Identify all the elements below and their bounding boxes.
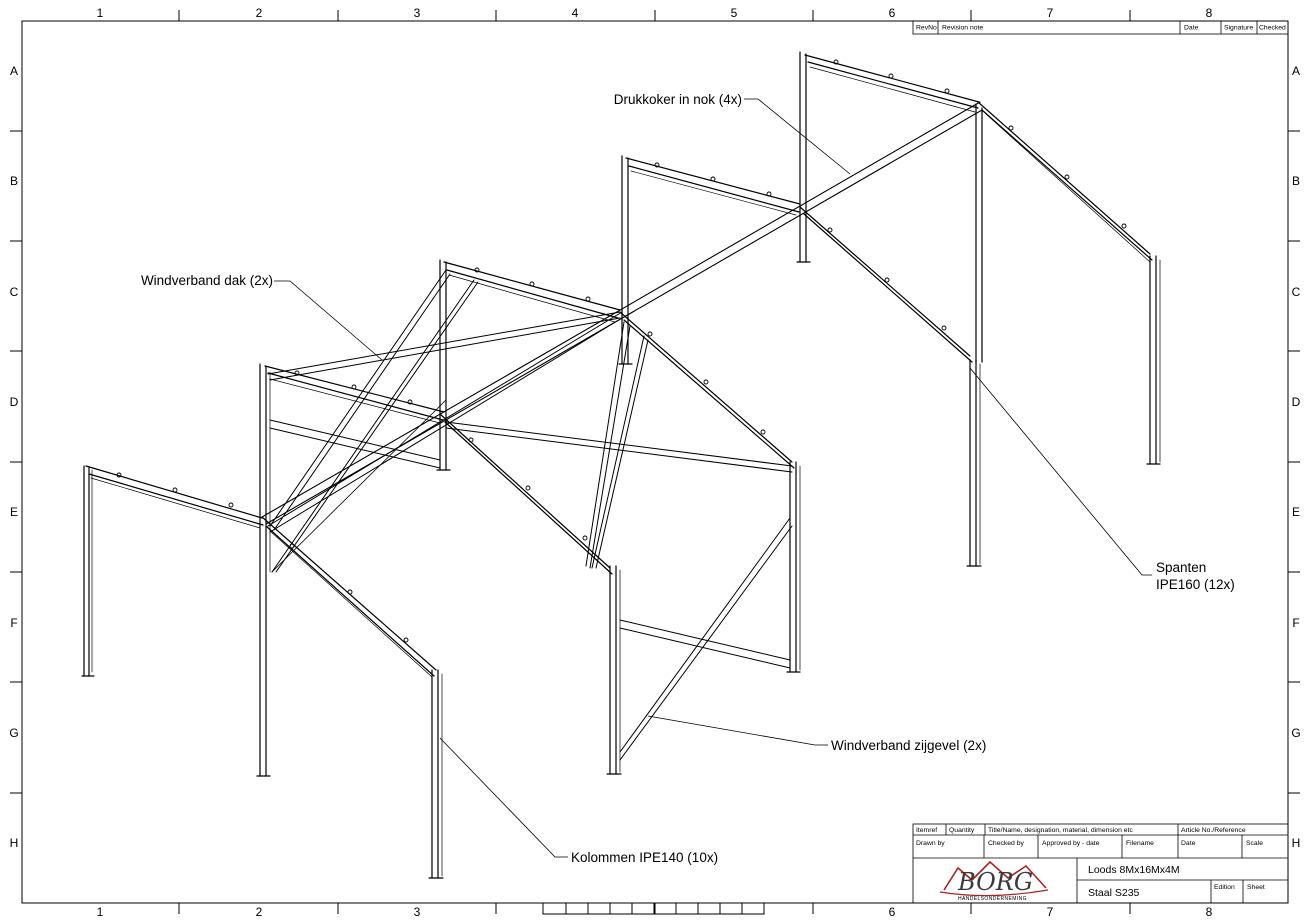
portal-frame-5 [796,51,1161,567]
label-drukkoker: Drukkoker in nok (4x) [614,92,742,107]
tb-header-title: Title/Name, designation, material, dimen… [988,827,1133,834]
col-label-top: 2 [256,6,263,20]
row-label-right: B [1292,174,1300,188]
tb-header-approved-by: Approved by - date [1042,840,1100,847]
callout-labels: Drukkoker in nok (4x) Windverband dak (2… [141,92,1235,865]
tb-material: Staal S235 [1088,887,1140,899]
roof-wind-bracing [267,269,793,573]
row-label-right: A [1292,64,1300,78]
rev-header-signature: Signature [1224,25,1253,32]
steel-structure [81,51,1161,879]
side-wall-wind-bracing [269,419,793,761]
title-block: Itemref Quantity Title/Name, designation… [912,823,1289,904]
tb-header-date: Date [1181,840,1196,847]
col-label-top: 7 [1047,6,1054,20]
row-label-left: G [9,726,18,740]
row-label-left: E [10,505,18,519]
tb-header-itemref: Itemref [916,827,937,834]
label-spanten-profile: IPE160 (12x) [1156,577,1235,592]
tb-drawing-title: Loods 8Mx16Mx4M [1088,864,1180,876]
rev-header-note: Revision note [942,25,983,32]
label-windverband-zijgevel: Windverband zijgevel (2x) [831,738,986,753]
row-label-left: F [10,616,17,630]
col-label-bottom: 2 [256,905,263,919]
col-label-bottom: 3 [414,905,421,919]
col-label-bottom: 7 [1047,905,1054,919]
col-label-top: 1 [97,6,104,20]
row-label-left: B [10,174,18,188]
col-label-top: 6 [889,6,896,20]
col-label-top: 5 [731,6,738,20]
purlin-clips [116,59,1127,643]
label-windverband-dak: Windverband dak (2x) [141,273,273,288]
row-label-right: F [1292,616,1299,630]
row-label-right: C [1292,285,1301,299]
logo-subtext: HANDELSONDERNEMING [958,896,1027,902]
col-label-bottom: 1 [97,905,104,919]
row-label-left: H [10,836,19,850]
tb-header-article: Article No./Reference [1181,827,1246,834]
leader-lines [274,98,1152,858]
col-label-bottom: 8 [1206,905,1213,919]
row-label-right: E [1292,505,1300,519]
tb-header-scale: Scale [1246,840,1263,847]
row-label-right: H [1292,836,1301,850]
col-label-top: 4 [572,6,579,20]
row-label-left: D [10,395,19,409]
tb-header-quantity: Quantity [949,827,975,834]
drawing-frame [10,10,1300,915]
col-label-top: 8 [1206,6,1213,20]
rev-header-checked: Checked [1259,25,1286,32]
row-label-left: A [10,64,18,78]
row-label-right: G [1291,726,1300,740]
company-logo: BORG HANDELSONDERNEMING [939,860,1049,902]
zone-labels: 1 2 3 4 5 6 7 8 1 2 3 6 7 8 A B C D E F … [9,6,1300,919]
row-label-left: C [10,285,19,299]
label-kolommen: Kolommen IPE140 (10x) [571,850,718,865]
label-spanten: Spanten [1156,560,1206,575]
tb-header-checked-by: Checked by [988,840,1024,847]
tb-header-filename: Filename [1126,840,1154,847]
revision-table: RevNo Revision note Date Signature Check… [912,20,1289,35]
tb-header-sheet: Sheet [1247,884,1265,891]
rev-header-date: Date [1184,25,1199,32]
tb-header-edition: Edition [1214,884,1235,891]
col-label-bottom: 6 [889,905,896,919]
row-label-right: D [1292,395,1301,409]
rev-header-revno: RevNo [916,25,937,32]
logo-wordmark: BORG [957,868,1033,896]
tb-header-drawn-by: Drawn by [916,840,945,847]
col-label-top: 3 [414,6,421,20]
